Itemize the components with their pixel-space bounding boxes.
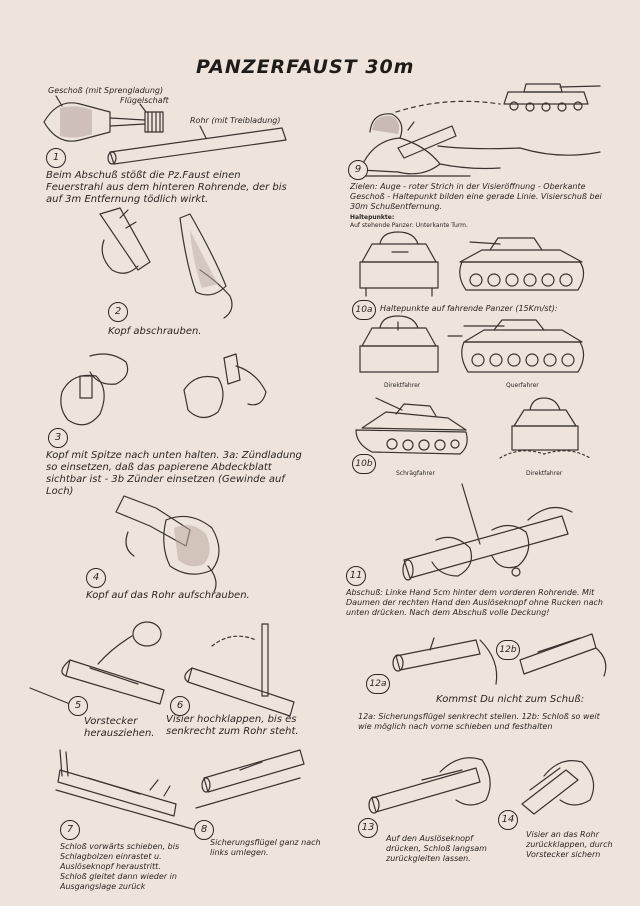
step-number-12b: 12b [496,640,520,660]
step-4-text: Kopf auf das Rohr aufschrauben. [86,590,250,601]
push-lock-illustration [55,749,197,831]
step-1-text: Beim Abschuß stößt die Pz.Faust einen Fe… [46,170,287,205]
step-10-heading: Haltepunkte: [350,214,395,221]
label-warhead: Geschoß (mit Sprengladung) [48,86,164,95]
fold-sight-back-illustration [521,760,595,815]
screw-head-on-tube-illustration [115,495,220,593]
label-tail-boom: Flügelschaft [120,96,169,105]
tank-front-direct-illustration [499,397,591,459]
step-number-5: 5 [68,696,88,716]
step-number-11: 11 [346,566,366,586]
remove-pin-illustration [29,621,165,705]
step-6-text: Visier hochklappen, bis es senkrecht zum… [166,714,299,737]
tank-oblique-illustration [355,397,468,455]
step-number-4: 4 [86,568,106,588]
push-lock-forward-illustration [519,633,607,677]
aiming-soldier-illustration [349,83,601,177]
step-number-6: 6 [170,696,190,716]
step-12-heading: Kommst Du nicht zum Schuß: [436,694,585,705]
step-14-text: Visier an das Rohr zurückklappen, durch … [526,830,613,859]
step-2-text: Kopf abschrauben. [108,326,202,337]
safety-upright-illustration [392,637,498,685]
step-8-text: Sicherungsflügel ganz nach links umlegen… [210,838,321,857]
step-11-text: Abschuß: Linke Hand 5cm hinter dem vorde… [346,588,603,617]
tank-front-view-illustration [359,231,439,297]
press-release-illustration [368,757,491,814]
caption-direct-driver: Direktfahrer [384,382,421,389]
step-number-12a: 12a [366,674,390,694]
step-number-2: 2 [108,302,128,322]
step-10a-text: Haltepunkte auf fahrende Panzer (15Km/st… [380,304,558,313]
safety-wing-illustration [195,749,305,809]
panzerfaust-parts-illustration [43,95,287,165]
step-number-10a: 10a [352,300,376,320]
caption-direct-driver-2: Direktfahrer [526,470,563,477]
step-number-9: 9 [348,160,368,180]
step-3-text: Kopf mit Spitze nach unten halten. 3a: Z… [46,450,302,497]
firing-hands-illustration [402,483,573,581]
step-7-text: Schloß vorwärts schieben, bis Schlagbolz… [60,842,180,891]
caption-oblique-driver: Schrägfahrer [396,470,435,477]
step-9-text: Zielen: Auge - roter Strich in der Visie… [350,182,602,211]
step-12-text: 12a: Sicherungsflügel senkrecht stellen.… [358,712,600,731]
step-13-text: Auf den Auslöseknopf drücken, Schloß lan… [386,834,487,863]
insert-fuse-illustration [60,353,267,426]
step-5-text: Vorstecker herausziehen. [84,716,155,739]
tank-side-view-illustration [459,237,585,291]
step-number-3: 3 [48,428,68,448]
unscrew-head-illustration [99,207,233,319]
step-number-10b: 10b [352,454,376,474]
page-title: PANZERFAUST 30m [196,56,415,78]
tank-crossing-illustration [447,319,585,373]
raise-sight-illustration [184,623,295,717]
step-number-13: 13 [358,818,378,838]
step-10-subtext: Auf stehende Panzer: Unterkante Turm. [350,222,468,229]
step-number-8: 8 [194,820,214,840]
label-tube: Rohr (mit Treibladung) [190,116,281,125]
tank-front-moving-illustration [359,315,439,373]
step-number-14: 14 [498,810,518,830]
step-number-7: 7 [60,820,80,840]
step-number-1: 1 [46,148,66,168]
caption-crossing-driver: Querfahrer [506,382,539,389]
